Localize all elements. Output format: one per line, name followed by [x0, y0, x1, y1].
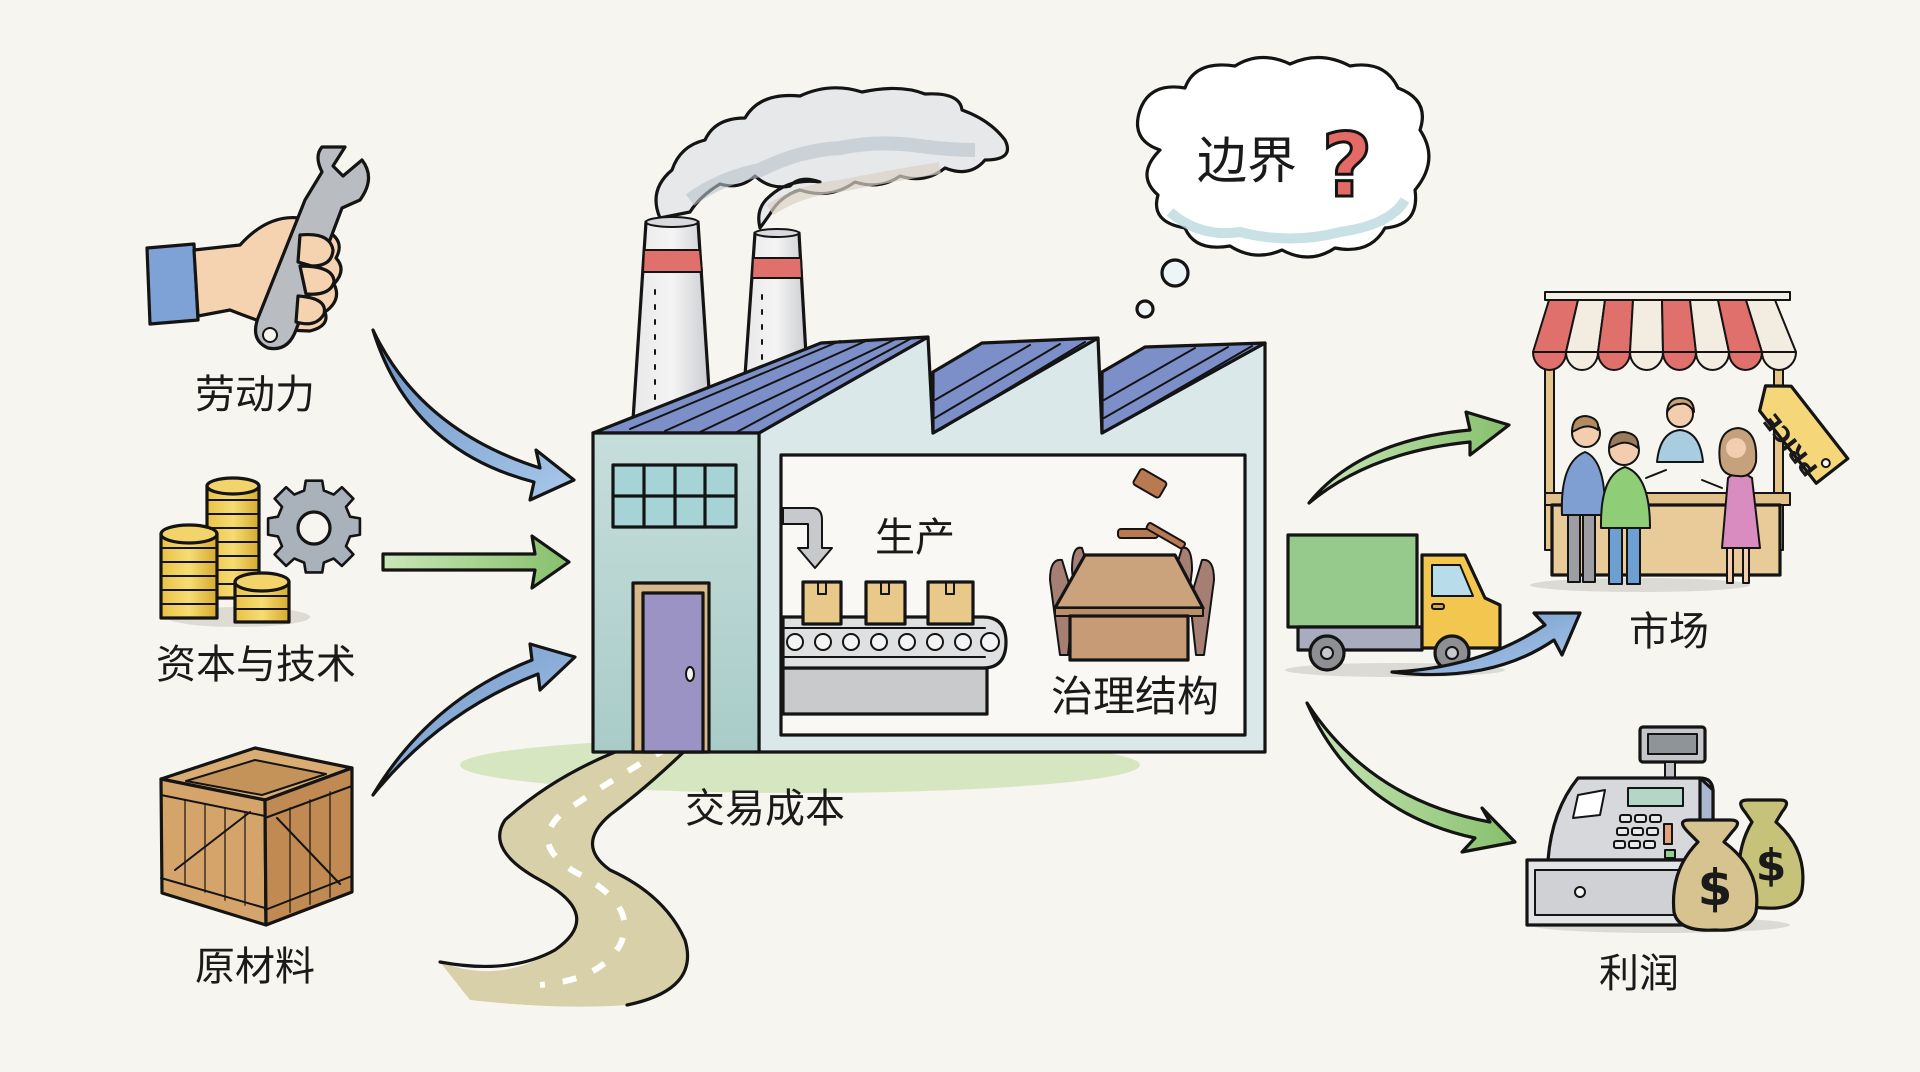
factory-door: [631, 581, 711, 754]
governance-label: 治理结构: [1051, 672, 1219, 721]
product-box: [801, 580, 843, 626]
output-label-market: 市场: [1629, 609, 1709, 655]
thought-bubble-dot: [1135, 299, 1155, 319]
awning: [1532, 299, 1797, 371]
customer-figure: [1701, 427, 1761, 584]
boundary-label: 边界: [1197, 132, 1297, 190]
coin-stack-left: [159, 523, 219, 620]
product-box: [864, 580, 907, 626]
arrow-materials-to-factory: [371, 642, 577, 797]
vendor-figure: [1656, 397, 1704, 463]
output-label-profit: 利润: [1599, 951, 1679, 997]
coins-gear-icon: [159, 476, 362, 627]
product-boxes: [801, 580, 975, 626]
question-mark-icon: ?: [1321, 114, 1372, 217]
customer-figure: [1599, 431, 1667, 585]
smoke-cloud: [654, 86, 1010, 230]
thought-bubble: 边界 ?: [1135, 55, 1431, 319]
coin-stack-small: [233, 571, 291, 624]
arrow-labor-to-factory: [371, 328, 576, 502]
customer-figure: [1560, 415, 1607, 583]
money-bag-icon: $: [1671, 818, 1759, 932]
money-bag-symbol: $: [1756, 840, 1787, 891]
production-label: 生产: [875, 515, 955, 561]
delivery-truck-icon: [1285, 533, 1505, 677]
cash-register-icon: [1525, 725, 1790, 933]
boardroom-table-icon: [1049, 546, 1215, 662]
factory-window: [611, 463, 738, 529]
price-tag: PRICE: [1758, 384, 1850, 485]
thought-bubble-dot: [1160, 258, 1190, 288]
product-box: [926, 580, 975, 626]
arrow-truck-to-market: [1390, 611, 1582, 677]
market-stall-icon: PRICE: [1530, 291, 1850, 592]
hand-wrench-icon: [145, 145, 371, 351]
road: [438, 737, 1140, 1007]
arrow-factory-to-profit: [1305, 701, 1517, 854]
input-label-capital: 资本与技术: [156, 642, 356, 688]
money-bag-symbol: $: [1698, 859, 1733, 917]
input-label-materials: 原材料: [195, 944, 315, 990]
transaction-cost-label: 交易成本: [685, 786, 845, 832]
smokestack-1: [631, 216, 713, 422]
conveyor-belt-icon: [781, 615, 1008, 716]
arrow-factory-to-market: [1307, 410, 1511, 505]
input-label-labor: 劳动力: [195, 372, 315, 418]
smokestack-2: [742, 228, 810, 392]
production-arrow-icon: [782, 507, 833, 569]
factory: 生产 治理结构: [591, 335, 1267, 754]
wooden-crate-icon: [159, 746, 354, 927]
gavel-icon: [1117, 468, 1186, 550]
arrow-capital-to-factory: [381, 534, 571, 590]
